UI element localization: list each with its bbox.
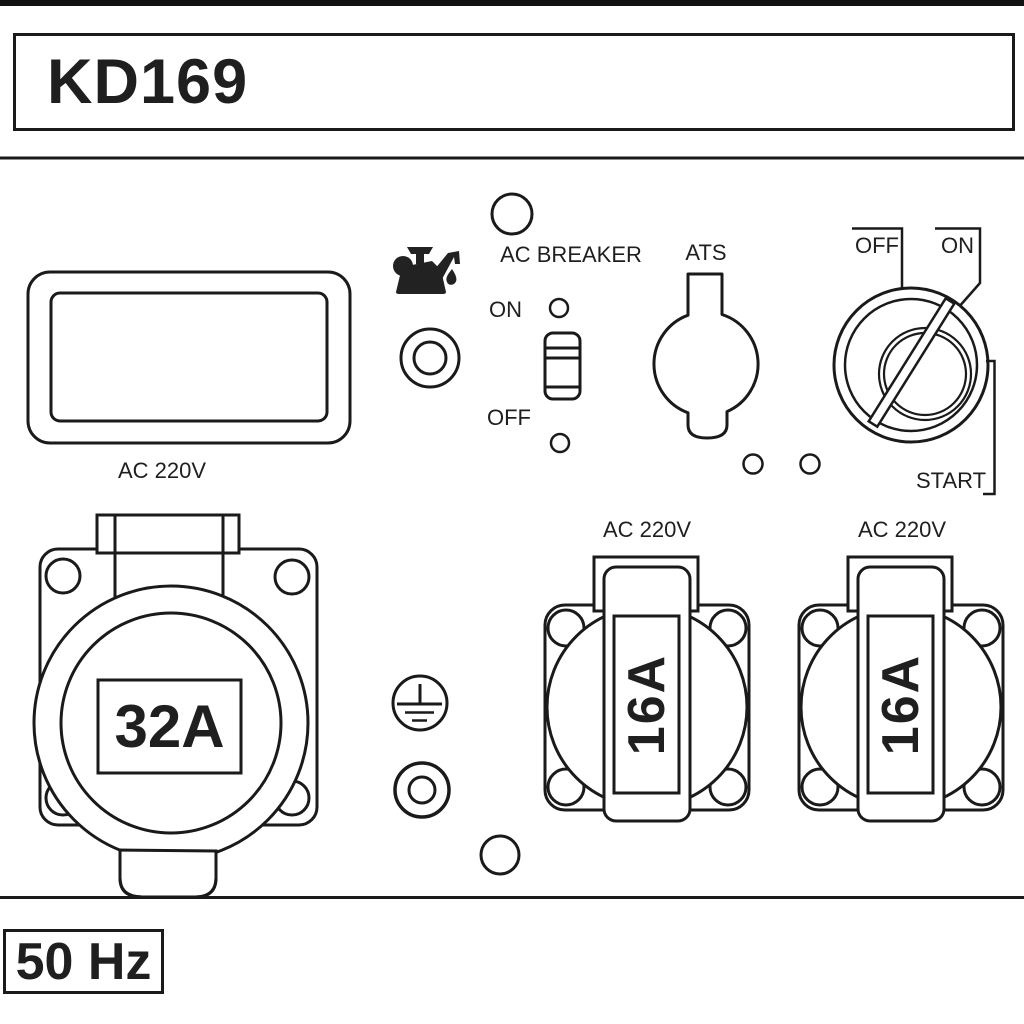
socket-16a-right-rating: 16A [871, 653, 930, 756]
screw-hole [44, 557, 82, 595]
oil-alert-button[interactable] [399, 327, 461, 389]
ignition-off-bracket [852, 227, 904, 298]
ignition-switch[interactable] [832, 227, 996, 496]
ats-label: ATS [685, 240, 727, 265]
socket-16a-right-voltage: AC 220V [857, 517, 947, 542]
ats-connector[interactable] [652, 272, 760, 440]
screw-hole [273, 558, 311, 596]
breaker-off-label: OFF [487, 405, 531, 430]
voltmeter-label: AC 220V [117, 458, 207, 483]
rating-plate [96, 678, 243, 775]
ats-screw-right [799, 453, 821, 475]
ignition-key-slot[interactable] [866, 296, 957, 429]
breaker-off-dot [549, 432, 571, 454]
panel-bottom-edge [0, 896, 1024, 899]
ignition-on-bracket [935, 227, 982, 309]
breaker-on-label: ON [489, 297, 522, 322]
frequency-value: 50 Hz [15, 932, 152, 991]
title-plate: KD169 [13, 33, 1015, 131]
ac-breaker-title: AC BREAKER [500, 242, 642, 267]
ground-terminal[interactable] [393, 761, 451, 819]
oil-alert-lamp [412, 340, 448, 376]
socket-16a-left-rating: 16A [617, 653, 676, 756]
frequency-plate: 50 Hz [3, 929, 164, 994]
socket-16a-left[interactable] [543, 555, 751, 823]
breaker-rocker-switch[interactable] [543, 331, 582, 401]
socket-32a-rating: 32A [114, 693, 225, 760]
ignition-start-label: START [916, 468, 987, 493]
model-name: KD169 [47, 47, 249, 117]
rating-plate [612, 614, 681, 795]
ignition-on-label: ON [941, 233, 974, 258]
ac-breaker [490, 192, 582, 454]
ignition-off-label: OFF [855, 233, 899, 258]
ground-symbol-icon [391, 674, 449, 732]
top-edge-bar [0, 0, 1024, 6]
socket-16a-left-voltage: AC 220V [602, 517, 692, 542]
panel-hole [479, 834, 521, 876]
oil-can-icon [393, 247, 460, 294]
socket-32a[interactable] [32, 513, 319, 899]
ignition-start-bracket [983, 359, 996, 496]
voltmeter-display [26, 270, 352, 445]
ac-breaker-indicator [490, 192, 534, 236]
panel-top-edge [0, 156, 1024, 160]
breaker-on-dot [548, 297, 570, 319]
ats-screw-left [742, 453, 764, 475]
